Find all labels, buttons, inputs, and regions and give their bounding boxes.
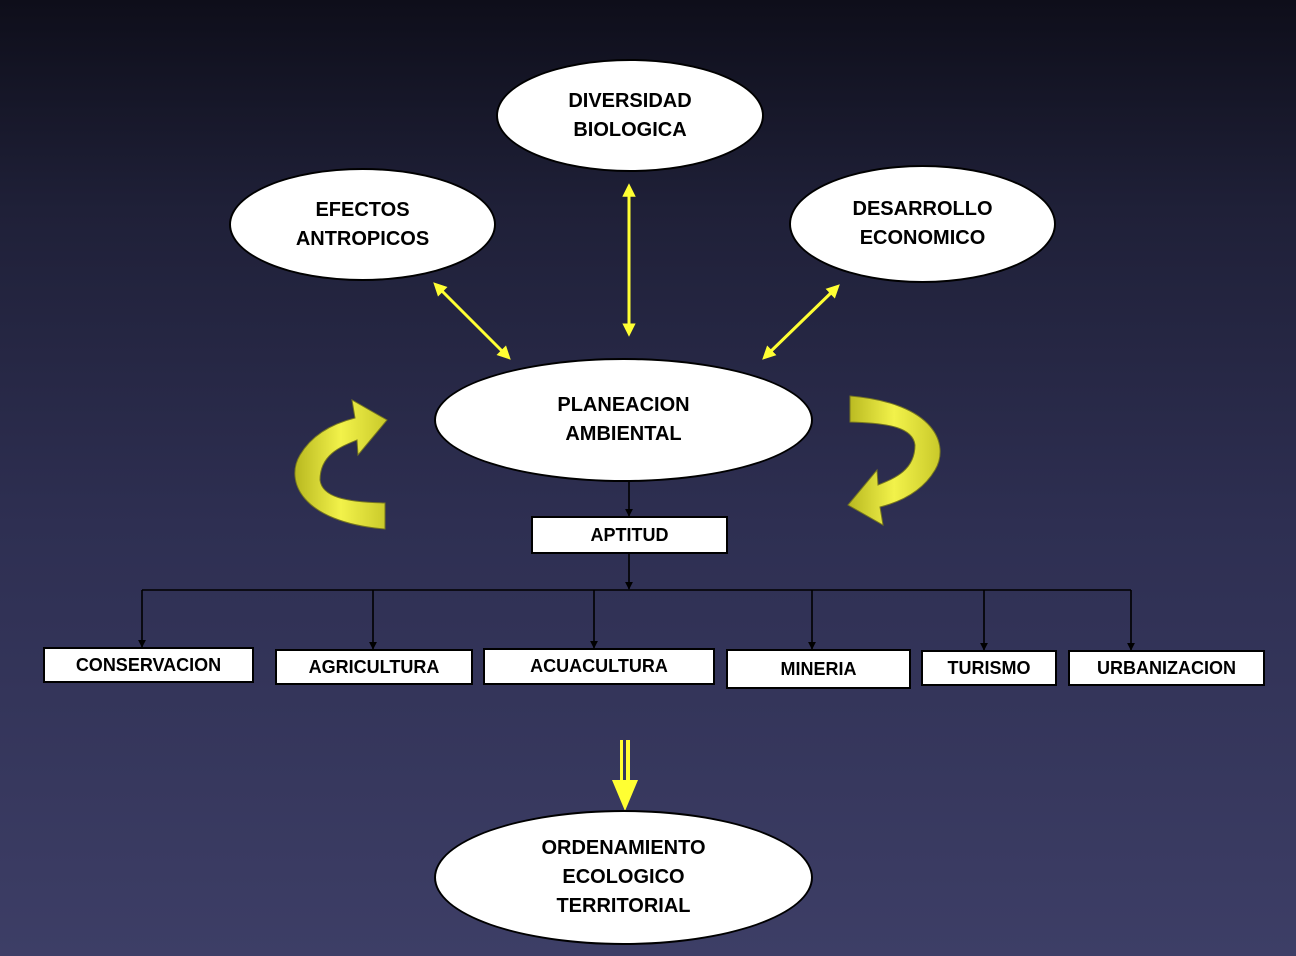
sector-mineria-label: MINERIA — [780, 658, 857, 679]
sector-acuacultura-label: ACUACULTURA — [530, 656, 668, 676]
cycle-arrow-left — [294, 399, 388, 530]
arrow-efectos-planeacion — [433, 282, 511, 360]
sector-turismo-label: TURISMO — [947, 657, 1031, 678]
arrow-down-ordenamiento — [612, 740, 638, 811]
node-aptitud: APTITUD — [531, 516, 728, 554]
node-planeacion-ambiental-label: PLANEACION AMBIENTAL — [557, 394, 690, 445]
node-aptitud-label: APTITUD — [590, 524, 669, 545]
node-ordenamiento-label: ORDENAMIENTO ECOLOGICO TERRITORIAL — [541, 837, 706, 917]
node-efectos-antropicos-label: EFECTOS ANTROPICOS — [295, 198, 430, 250]
sector-conservacion: CONSERVACION — [43, 647, 254, 683]
node-desarrollo-economico-label: DESARROLLO ECONOMICO — [852, 198, 993, 249]
sector-acuacultura: ACUACULTURA — [483, 648, 715, 685]
arrow-desarrollo-planeacion — [762, 284, 840, 360]
node-ordenamiento-ecologico-territorial: ORDENAMIENTO ECOLOGICO TERRITORIAL — [434, 810, 813, 945]
node-desarrollo-economico: DESARROLLO ECONOMICO — [789, 165, 1056, 283]
node-efectos-antropicos: EFECTOS ANTROPICOS — [229, 168, 496, 281]
sector-urbanizacion-label: URBANIZACION — [1097, 657, 1236, 678]
sector-agricultura: AGRICULTURA — [275, 649, 473, 685]
sector-urbanizacion: URBANIZACION — [1068, 650, 1265, 686]
node-diversidad-biologica-label: DIVERSIDAD BIOLOGICA — [568, 89, 692, 141]
sector-agricultura-label: AGRICULTURA — [308, 656, 440, 677]
sector-mineria: MINERIA — [726, 649, 911, 689]
node-planeacion-ambiental: PLANEACION AMBIENTAL — [434, 358, 813, 482]
sector-turismo: TURISMO — [921, 650, 1057, 686]
node-diversidad-biologica: DIVERSIDAD BIOLOGICA — [496, 59, 764, 172]
sector-conservacion-label: CONSERVACION — [75, 654, 222, 675]
cycle-arrow-right — [847, 395, 941, 526]
